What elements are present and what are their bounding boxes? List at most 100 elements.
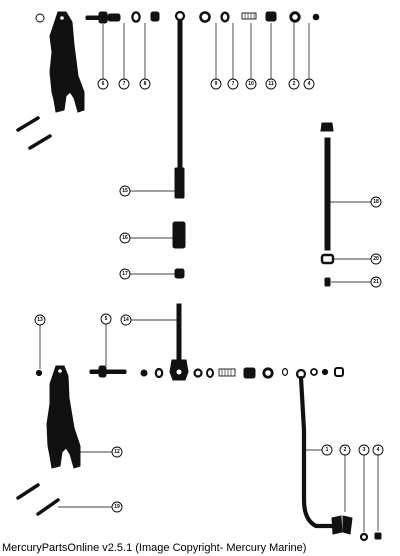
washer-part — [220, 11, 230, 23]
shift-fork-part — [49, 11, 85, 113]
fork-hole — [58, 369, 62, 373]
svg-text:21: 21 — [373, 279, 379, 285]
washer-part — [206, 368, 214, 378]
svg-text:11: 11 — [268, 81, 274, 87]
washer-part — [310, 368, 318, 376]
pin-part — [16, 116, 40, 132]
nut-part — [334, 367, 344, 377]
callout-3-bottom: 3 — [358, 444, 370, 456]
svg-text:15: 15 — [122, 188, 128, 194]
nut-part — [312, 13, 320, 21]
callout-1-bottom: 1 — [321, 444, 333, 456]
callout-20: 20 — [370, 253, 382, 265]
washer-part — [262, 367, 274, 379]
callout-9-top: 9 — [210, 78, 222, 90]
washer-part — [35, 369, 43, 377]
bolt-head-part — [98, 365, 107, 378]
washer-part — [289, 11, 301, 23]
svg-text:14: 14 — [123, 317, 129, 323]
copyright-footer: MercuryPartsOnline v2.5.1 (Image Copyrig… — [2, 542, 307, 554]
svg-text:7: 7 — [123, 81, 126, 87]
svg-text:1: 1 — [39, 15, 42, 21]
callout-10-top: 10 — [245, 78, 257, 90]
washer-part — [140, 369, 148, 377]
svg-text:7: 7 — [232, 81, 235, 87]
callout-21: 21 — [370, 276, 382, 288]
clevis-part — [342, 515, 353, 535]
washer-part — [193, 368, 203, 378]
callout-2-top: 2 — [288, 78, 300, 90]
washer-part — [281, 368, 289, 377]
pin-part — [324, 277, 331, 287]
callout-7b-top: 7 — [227, 78, 239, 90]
rod-sleeve-part — [174, 167, 185, 199]
svg-text:12: 12 — [114, 449, 120, 455]
svg-text:18: 18 — [373, 199, 379, 205]
spring-part — [218, 368, 236, 377]
callout-1-top: 1 — [35, 13, 45, 23]
bolt-collar-part — [107, 13, 121, 22]
svg-text:2: 2 — [344, 447, 347, 453]
svg-text:4: 4 — [308, 81, 311, 87]
callout-4-bottom: 4 — [372, 444, 384, 456]
bolt-part — [89, 369, 127, 374]
svg-text:4: 4 — [377, 447, 380, 453]
washer-part — [199, 11, 211, 23]
svg-text:2: 2 — [293, 81, 296, 87]
pin-part — [36, 498, 60, 516]
svg-text:16: 16 — [122, 235, 128, 241]
sleeve-part — [172, 221, 186, 249]
svg-text:9: 9 — [215, 81, 218, 87]
nut-part — [150, 11, 160, 22]
callout-11-top: 11 — [265, 78, 277, 90]
bushing-part — [243, 367, 256, 379]
rod-part — [324, 137, 331, 251]
bushing-part — [174, 268, 185, 279]
spring-part — [241, 12, 257, 20]
callout-7-top: 7 — [118, 78, 130, 90]
clevis-part — [331, 515, 343, 535]
callout-18: 18 — [370, 196, 382, 208]
washer-part — [131, 11, 141, 23]
shift-rod-part — [176, 303, 182, 361]
svg-text:10: 10 — [248, 81, 254, 87]
svg-text:6: 6 — [102, 81, 105, 87]
svg-text:20: 20 — [373, 256, 379, 262]
svg-text:3: 3 — [363, 447, 366, 453]
callout-15: 15 — [119, 185, 131, 197]
washer-part — [154, 367, 164, 379]
callout-17: 17 — [119, 268, 131, 280]
rod-eye-part — [174, 10, 186, 22]
svg-text:19: 19 — [114, 504, 120, 510]
rod-eye-hole — [176, 369, 182, 375]
shift-lever-part — [298, 375, 337, 529]
svg-text:1: 1 — [326, 447, 329, 453]
callout-4-top: 4 — [303, 78, 315, 90]
callout-8-top: 8 — [139, 78, 151, 90]
washer-part — [359, 532, 369, 542]
callout-13: 13 — [34, 314, 46, 326]
pin-part — [28, 134, 52, 150]
svg-text:5: 5 — [105, 316, 108, 322]
bushing-part — [320, 253, 335, 265]
callout-2-bottom: 2 — [339, 444, 351, 456]
svg-text:17: 17 — [122, 271, 128, 277]
svg-text:13: 13 — [37, 317, 43, 323]
callout-19: 19 — [111, 501, 123, 513]
callout-12: 12 — [111, 446, 123, 458]
shift-rod-part — [177, 19, 183, 171]
bushing-part — [265, 11, 277, 22]
callout-16: 16 — [119, 232, 131, 244]
bolt-head-part — [98, 11, 108, 24]
nut-part — [321, 368, 329, 376]
rod-end-part — [320, 122, 334, 132]
svg-text:8: 8 — [144, 81, 147, 87]
callout-5: 5 — [100, 313, 112, 325]
callout-6-top: 6 — [97, 78, 109, 90]
nut-part — [374, 532, 382, 540]
pin-part — [16, 483, 40, 500]
shift-fork-part — [46, 365, 81, 469]
fork-hole — [60, 16, 64, 20]
callout-14: 14 — [120, 314, 132, 326]
